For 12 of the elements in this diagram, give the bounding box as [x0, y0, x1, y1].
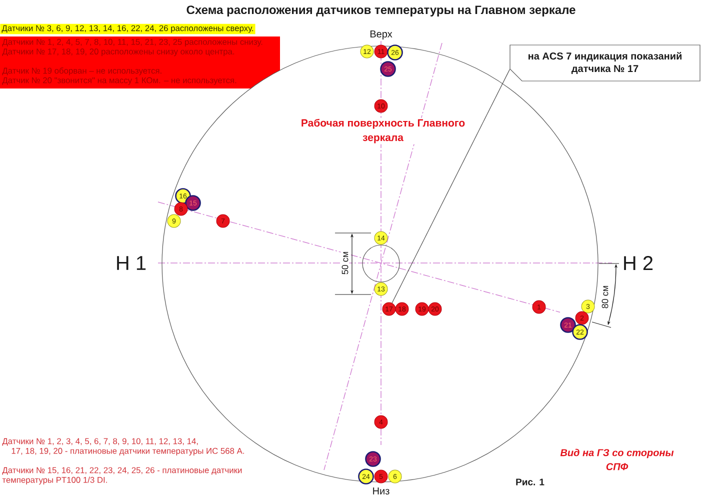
dimension-label: 50 см	[340, 250, 350, 276]
orientation-label: Низ	[373, 488, 390, 494]
callout-box: на ACS 7 индикация показаний датчика № 17	[510, 44, 700, 82]
axis-label: Н 2	[624, 256, 653, 270]
title: Схема расположения датчиков температуры на Главном зеркале	[186, 6, 576, 16]
highlighted-note: Датчики № 3, 6, 9, 12, 13, 14, 16, 22, 24, 26 расположены сверху.	[0, 24, 256, 34]
axis-label: Н 1	[117, 256, 146, 270]
dimension-label: 80 см	[602, 286, 608, 308]
note-box: Датчики № 1, 2, 4, 5, 7, 8, 10, 11, 15, 21, 23, 25 расположены снизу. Датчики № 17, 18, 19, 20 расположены снизу около центра. Датчик № 19 оборван – не используется. Датчик № 20 "звонится" на массу 1 КОм. – не используется.	[0, 36, 280, 88]
orientation-label: Верх	[370, 30, 392, 40]
figure-caption: Рис. 1	[516, 478, 544, 486]
leader-line	[392, 68, 510, 304]
